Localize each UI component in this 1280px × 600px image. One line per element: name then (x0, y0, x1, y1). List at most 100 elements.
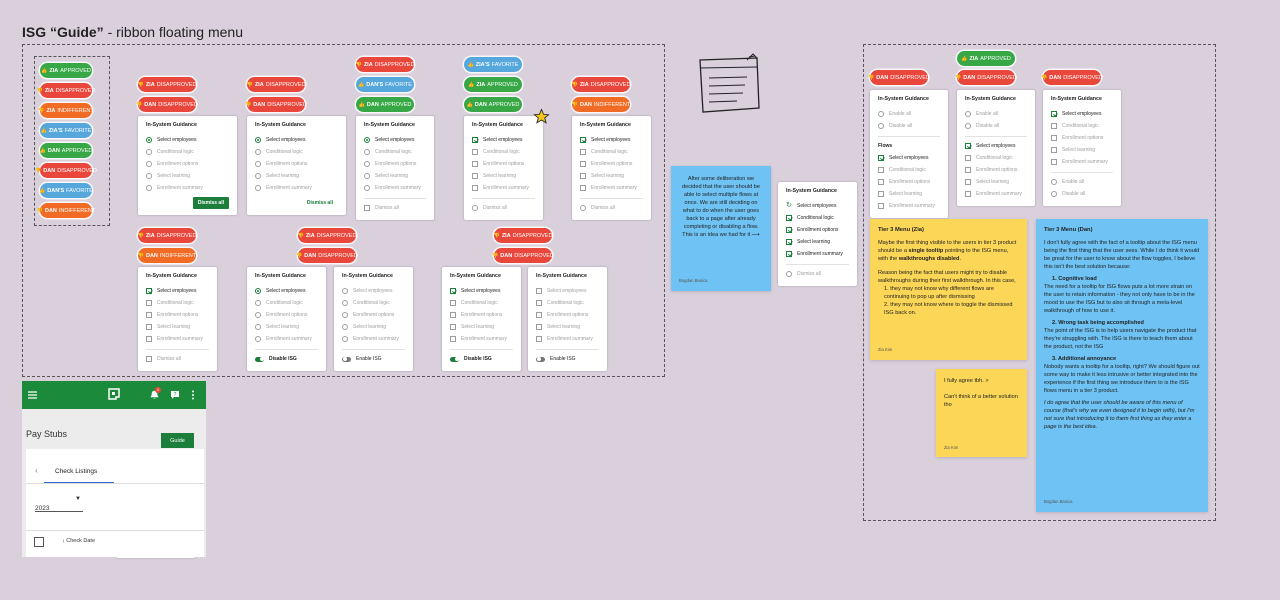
guidance-item-3[interactable]: Select learning (255, 321, 318, 333)
guidance-item-0[interactable]: ↻Select employees (786, 202, 837, 209)
enable-all-option[interactable]: Enable all (965, 108, 1027, 120)
radio-icon (255, 161, 261, 167)
more-vert-icon[interactable] (191, 390, 195, 400)
guide-button[interactable]: Guide (161, 433, 194, 448)
guidance-item-1[interactable]: Conditional logic (255, 146, 338, 158)
guidance-item-0[interactable]: Select employees (146, 134, 229, 146)
guidance-item-4[interactable]: Enrollment summary (342, 333, 405, 345)
guidance-item-3[interactable]: Select learning (146, 321, 209, 333)
guidance-item-2[interactable]: Enrollment options (965, 164, 1027, 176)
app-logo-icon[interactable] (108, 388, 120, 400)
disable-all-option[interactable]: Disable all (1051, 188, 1113, 200)
tab-check-listings[interactable]: Check Listings (55, 468, 98, 475)
guidance-item-4[interactable]: Enrollment summary (580, 182, 643, 194)
guidance-item-4[interactable]: Enrollment summary (472, 182, 535, 194)
guidance-item-2[interactable]: Enrollment options (364, 158, 426, 170)
select-all-checkbox[interactable] (34, 537, 44, 547)
flows-heading[interactable]: Flows (878, 136, 940, 152)
dismiss-all-option[interactable]: Dismiss all (786, 264, 849, 280)
guidance-item-1[interactable]: Conditional logic (146, 297, 209, 309)
guidance-item-1[interactable]: Conditional logic (255, 297, 318, 309)
guidance-item-1[interactable]: Conditional logic (786, 212, 849, 224)
guidance-item-4[interactable]: Enrollment summary (786, 248, 849, 260)
guidance-item-2[interactable]: Enrollment options (878, 176, 940, 188)
guidance-item-2[interactable]: Enrollment options (146, 158, 229, 170)
guidance-item-2[interactable]: Enrollment options (450, 309, 513, 321)
hamburger-menu-icon[interactable] (28, 391, 37, 399)
guidance-item-1[interactable]: Conditional logic (965, 152, 1027, 164)
enable-all-option[interactable]: Enable all (1051, 172, 1113, 188)
guidance-item-4[interactable]: Enrollment summary (450, 333, 513, 345)
guidance-item-4[interactable]: Enrollment summary (1051, 156, 1113, 168)
dismiss-all-option[interactable]: Dismiss all (146, 349, 209, 365)
guidance-item-0[interactable]: Select employees (450, 285, 513, 297)
guidance-item-0[interactable]: Select employees (364, 134, 426, 146)
guidance-item-4[interactable]: Enrollment summary (255, 333, 318, 345)
disable-all-option[interactable]: Disable all (965, 120, 1027, 132)
guidance-item-0[interactable]: Select employees (342, 285, 405, 297)
guidance-item-3[interactable]: Select learning (878, 188, 940, 200)
guidance-item-0[interactable]: Select employees (255, 134, 338, 146)
sort-check-date[interactable]: ↓ Check Date (62, 538, 96, 544)
guidance-item-2[interactable]: Enrollment options (146, 309, 209, 321)
guidance-item-0[interactable]: Select employees (146, 285, 209, 297)
guidance-item-1[interactable]: Conditional logic (536, 297, 599, 309)
disable-all-option[interactable]: Disable all (878, 120, 940, 132)
dismiss-all-button[interactable]: Dismiss all (192, 197, 229, 209)
guidance-item-3[interactable]: Select learning (342, 321, 405, 333)
dismiss-all-option[interactable]: Dismiss all (364, 198, 426, 214)
guidance-item-2[interactable]: Enrollment options (786, 224, 849, 236)
guidance-item-3[interactable]: Select learning (580, 170, 643, 182)
guidance-item-0[interactable]: Select employees (255, 285, 318, 297)
guidance-item-4[interactable]: Enrollment summary (146, 182, 229, 194)
enable-isg-toggle[interactable]: Enable ISG (342, 349, 405, 365)
guidance-item-0[interactable]: Select employees (965, 136, 1027, 152)
guidance-item-4[interactable]: Enrollment summary (364, 182, 426, 194)
guidance-item-1[interactable]: Conditional logic (146, 146, 229, 158)
guidance-item-1[interactable]: Conditional logic (1051, 120, 1113, 132)
guidance-item-0[interactable]: Select employees (878, 152, 940, 164)
guidance-item-2[interactable]: Enrollment options (342, 309, 405, 321)
guidance-item-3[interactable]: Select learning (536, 321, 599, 333)
dismiss-all-button[interactable]: Dismiss all (306, 200, 333, 206)
guidance-item-2[interactable]: Enrollment options (472, 158, 535, 170)
guidance-item-1[interactable]: Conditional logic (342, 297, 405, 309)
guidance-item-3[interactable]: Select learning (965, 176, 1027, 188)
dismiss-all-option[interactable]: Dismiss all (472, 198, 535, 214)
guidance-item-1[interactable]: Conditional logic (580, 146, 643, 158)
guidance-item-2[interactable]: Enrollment options (580, 158, 643, 170)
guidance-item-1[interactable]: Conditional logic (364, 146, 426, 158)
help-chat-icon[interactable]: ? (170, 390, 180, 400)
guidance-item-0[interactable]: Select employees (472, 134, 535, 146)
guidance-item-0[interactable]: Select employees (580, 134, 643, 146)
guidance-item-3[interactable]: Select learning (450, 321, 513, 333)
thumbs-down-icon: 👎 (35, 167, 42, 174)
guidance-item-3[interactable]: Select learning (364, 170, 426, 182)
guidance-item-4[interactable]: Enrollment summary (146, 333, 209, 345)
guidance-item-3[interactable]: Select learning (255, 170, 338, 182)
enable-isg-toggle[interactable]: Enable ISG (536, 349, 599, 365)
disable-isg-toggle[interactable]: Disable ISG (255, 349, 318, 365)
guidance-item-2[interactable]: Enrollment options (255, 309, 318, 321)
guidance-item-0[interactable]: Select employees (1051, 108, 1113, 120)
guidance-item-4[interactable]: Enrollment summary (255, 182, 338, 194)
guidance-item-4[interactable]: Enrollment summary (536, 333, 599, 345)
guidance-item-3[interactable]: Select learning (1051, 144, 1113, 156)
guidance-item-3[interactable]: Select learning (146, 170, 229, 182)
guidance-item-1[interactable]: Conditional logic (472, 146, 535, 158)
guidance-item-1[interactable]: Conditional logic (878, 164, 940, 176)
back-chevron-icon[interactable]: ‹ (35, 466, 38, 475)
dismiss-all-option[interactable]: Dismiss all (580, 198, 643, 214)
guidance-item-0[interactable]: Select employees (536, 285, 599, 297)
guidance-item-2[interactable]: Enrollment options (1051, 132, 1113, 144)
year-select[interactable]: 2023 ▼ (35, 496, 83, 512)
disable-isg-toggle[interactable]: Disable ISG (450, 349, 513, 365)
enable-all-option[interactable]: Enable all (878, 108, 940, 120)
guidance-item-1[interactable]: Conditional logic (450, 297, 513, 309)
guidance-item-4[interactable]: Enrollment summary (965, 188, 1027, 200)
guidance-item-2[interactable]: Enrollment options (536, 309, 599, 321)
guidance-item-3[interactable]: Select learning (786, 236, 849, 248)
guidance-item-2[interactable]: Enrollment options (255, 158, 338, 170)
guidance-item-3[interactable]: Select learning (472, 170, 535, 182)
guidance-item-4[interactable]: Enrollment summary (878, 200, 940, 212)
